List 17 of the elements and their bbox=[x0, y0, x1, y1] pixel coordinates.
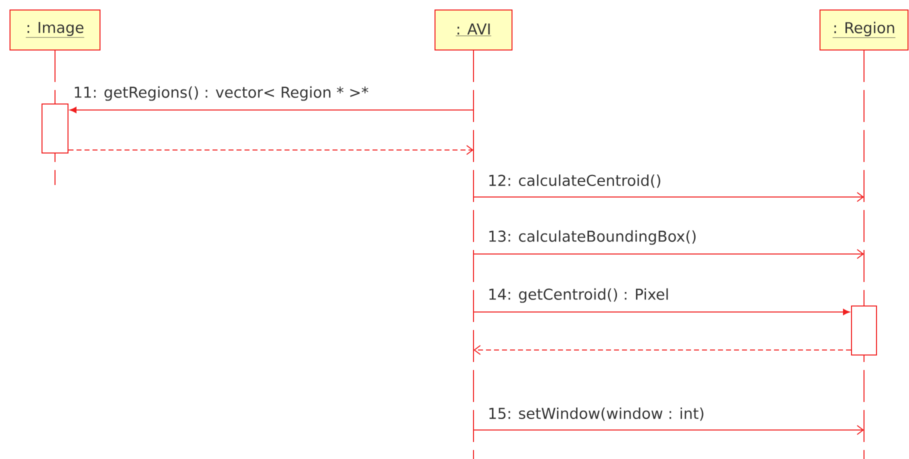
edge-label: 14: getCentroid() : Pixel bbox=[486, 287, 670, 304]
activation-box bbox=[42, 104, 68, 154]
edge-label: 15: setWindow(window : int) bbox=[486, 406, 706, 422]
message-arrow bbox=[68, 145, 474, 155]
object-box: : AVI bbox=[434, 10, 512, 50]
message-arrow bbox=[474, 345, 852, 355]
edge-label: 12: calculateCentroid() bbox=[486, 173, 663, 189]
message-arrow bbox=[473, 425, 864, 435]
message-arrow bbox=[473, 249, 864, 259]
object-box: : Image bbox=[10, 10, 100, 50]
edge-label: 11: getRegions() : vector< Region * >* bbox=[72, 85, 370, 102]
message-arrow bbox=[473, 192, 864, 202]
activation-box bbox=[851, 306, 877, 356]
message-arrow bbox=[70, 106, 474, 114]
object-box: : Region bbox=[820, 10, 908, 50]
edge-label: 13: calculateBoundingBox() bbox=[486, 229, 698, 246]
message-arrow bbox=[473, 308, 850, 316]
